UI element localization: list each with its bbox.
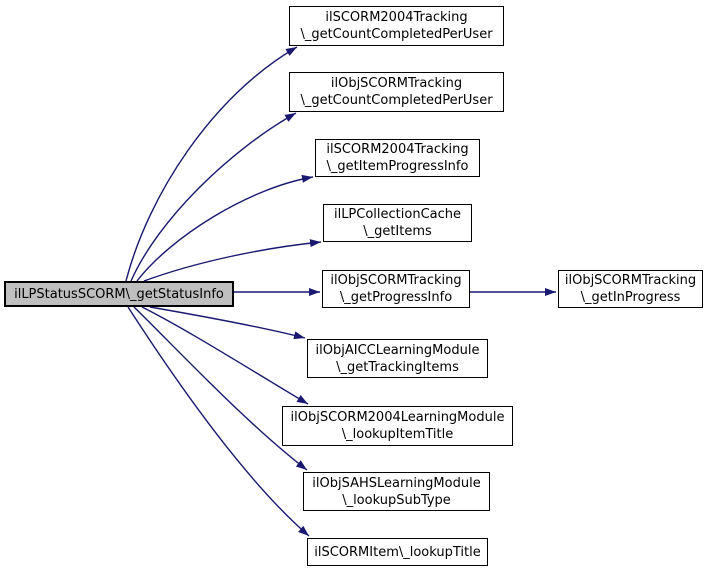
node-label: ilObjSCORMTracking [330,76,463,91]
node-label: \_getItems [363,224,432,239]
node-label: \_getProgressInfo [339,290,453,305]
edge-main-to-objscorm-getCountCompletedPerUser [130,112,297,282]
node-ilLPCollectionCache-getItems[interactable]: ilLPCollectionCache \_getItems [323,204,472,242]
edge-main-to-scorm2004-getCountCompletedPerUser [125,46,298,282]
node-ilObjSCORM2004LearningModule-lookupItemTitle[interactable]: ilObjSCORM2004LearningModule \_lookupIte… [282,406,513,446]
node-label: ilObjSCORMTracking [564,273,697,288]
edge-main-to-lookupTitle [127,306,310,537]
edge-main-to-getItemProgressInfo [136,174,314,282]
node-label: \_lookupItemTitle [341,427,454,442]
node-label: \_getItemProgressInfo [326,159,469,174]
node-ilSCORM2004Tracking-getItemProgressInfo[interactable]: ilSCORM2004Tracking \_getItemProgressInf… [315,139,480,177]
node-ilObjSCORMTracking-getInProgress[interactable]: ilObjSCORMTracking \_getInProgress [558,270,703,308]
node-ilObjSCORMTracking-getProgressInfo[interactable]: ilObjSCORMTracking \_getProgressInfo [322,270,470,308]
edge-main-to-getItems [143,239,322,282]
edge-main-to-lookupSubType [133,306,308,471]
node-label: ilObjAICCLearningModule [315,342,480,358]
node-label: ilSCORMItem\_lookupTitle [314,544,481,560]
node-ilObjSAHSLearningModule-lookupSubType[interactable]: ilObjSAHSLearningModule \_lookupSubType [303,472,490,511]
node-label: ilObjSCORM2004LearningModule [290,410,505,425]
node-label: \_getTrackingItems [336,359,459,375]
node-label: ilLPCollectionCache [333,207,462,222]
node-ilSCORMItem-lookupTitle[interactable]: ilSCORMItem\_lookupTitle [307,538,488,566]
node-label: ilLPStatusSCORM\_getStatusInfo [14,286,224,302]
node-label: ilSCORM2004Tracking [326,142,469,157]
main-function-node: ilLPStatusSCORM\_getStatusInfo [4,281,234,307]
node-label: \_getInProgress [580,290,681,305]
node-label: ilObjSAHSLearningModule [312,475,481,491]
node-label: ilSCORM2004Tracking [325,10,468,25]
node-label: \_getCountCompletedPerUser [300,93,493,108]
node-ilObjAICCLearningModule-getTrackingItems[interactable]: ilObjAICCLearningModule \_getTrackingIte… [307,339,488,378]
edge-main-to-lookupItemTitle [141,306,309,405]
edge-main-to-getTrackingItems [149,306,306,340]
node-ilSCORM2004Tracking-getCountCompletedPerUser[interactable]: ilSCORM2004Tracking \_getCountCompletedP… [289,6,504,46]
node-label: \_getCountCompletedPerUser [300,27,493,42]
node-label: \_lookupSubType [342,492,451,508]
node-ilObjSCORMTracking-getCountCompletedPerUser[interactable]: ilObjSCORMTracking \_getCountCompletedPe… [289,72,504,112]
node-label: ilObjSCORMTracking [330,273,462,288]
